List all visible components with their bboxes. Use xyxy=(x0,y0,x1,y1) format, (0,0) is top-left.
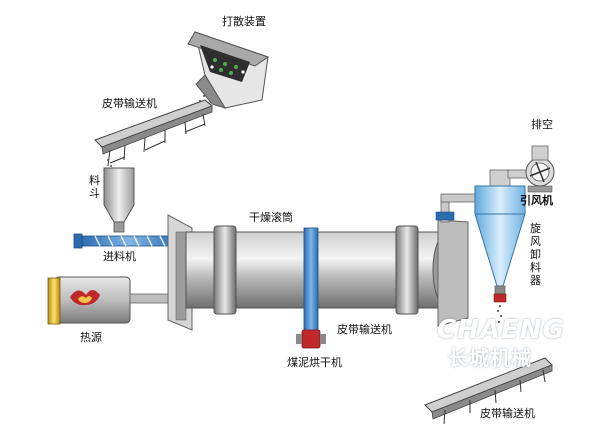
scatter-device-label: 打散装置 xyxy=(222,15,266,28)
heat-source-label: 热源 xyxy=(80,331,102,344)
scatter-device xyxy=(187,31,270,115)
cyclone xyxy=(474,169,526,323)
drying-drum xyxy=(167,214,469,349)
drum-label: 干燥滚筒 xyxy=(249,211,293,224)
feeder xyxy=(73,233,181,249)
belt-conveyor-top xyxy=(94,99,213,173)
exhaust-label: 排空 xyxy=(531,118,553,131)
dryer-title: 煤泥烘干机 xyxy=(287,356,342,369)
induced-fan-label: 引风机 xyxy=(520,194,553,207)
induced-fan xyxy=(507,145,555,193)
duct xyxy=(435,193,482,223)
belt-conveyor-bottom xyxy=(424,357,553,425)
belt-conveyor-mid-label: 皮带输送机 xyxy=(337,323,392,336)
heat-source xyxy=(47,276,173,325)
belt-conveyor-bottom-label: 皮带输送机 xyxy=(480,407,535,420)
watermark-latin: CHAENG xyxy=(437,315,565,345)
feeder-label: 进料机 xyxy=(103,250,136,263)
cyclone-label: 旋风卸料器 xyxy=(530,222,541,287)
hopper xyxy=(103,167,135,233)
hopper-label: 料斗 xyxy=(89,174,100,200)
belt-conveyor-top-label: 皮带输送机 xyxy=(102,97,157,110)
watermark-cjk: 长城机械 xyxy=(448,346,532,370)
